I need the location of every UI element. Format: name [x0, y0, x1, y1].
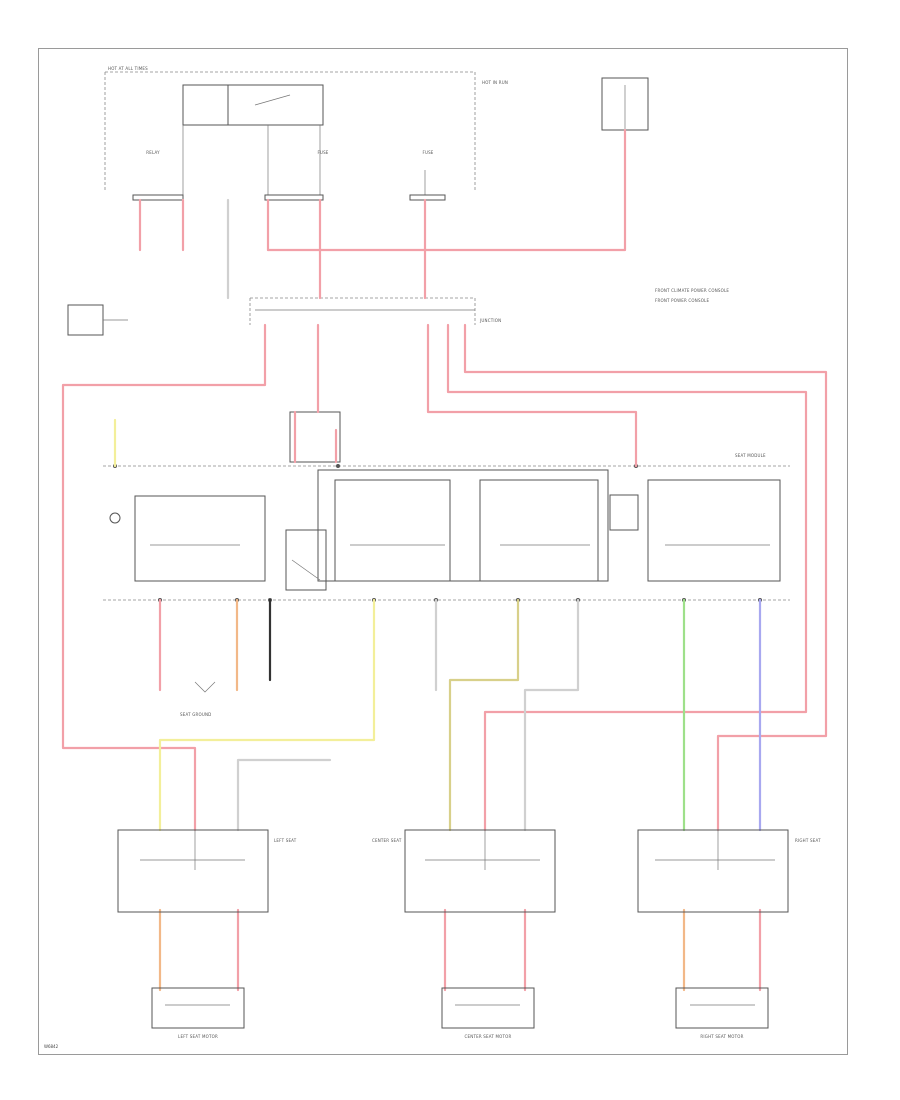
wires: [61, 128, 828, 992]
top-fuse-block: [104, 71, 476, 201]
seat-module-label: SEAT MODULE: [735, 453, 766, 458]
seat-module: [103, 411, 790, 602]
legend-item-2: FRONT POWER CONSOLE: [655, 298, 710, 303]
left-seat-motor: [151, 987, 245, 1029]
diagram-frame: [38, 48, 848, 1055]
junction-block: [249, 297, 476, 325]
left-switch-label: LEFT SEAT: [274, 838, 297, 843]
center-seat-switch: [404, 829, 556, 913]
ground-symbol: [194, 681, 216, 693]
center-switch-label: CENTER SEAT: [372, 838, 402, 843]
ground-box: [67, 304, 128, 336]
top-right-relay: [601, 77, 649, 131]
legend-item-1: FRONT CLIMATE POWER CONSOLE: [655, 288, 730, 293]
right-switch-label: RIGHT SEAT: [795, 838, 821, 843]
center-seat-motor: [441, 987, 535, 1029]
right-seat-motor: [675, 987, 769, 1029]
right-seat-switch: [637, 829, 789, 913]
top-right-note: HOT IN RUN: [482, 80, 509, 85]
top-fuse-label: HOT AT ALL TIMES: [108, 66, 148, 71]
left-seat-switch: [117, 829, 269, 913]
fuse-box-left-label: RELAY: [146, 150, 160, 155]
fuse-box-right-label: FUSE: [422, 150, 434, 155]
center-motor-label: CENTER SEAT MOTOR: [464, 1034, 512, 1039]
seat-ground-label: SEAT GROUND: [180, 712, 212, 717]
left-motor-label: LEFT SEAT MOTOR: [178, 1034, 218, 1039]
fuse-box-mid-label: FUSE: [317, 150, 329, 155]
footer-code: W6842: [44, 1044, 59, 1049]
junction-label: JUNCTION: [480, 318, 502, 323]
right-motor-label: RIGHT SEAT MOTOR: [700, 1034, 744, 1039]
